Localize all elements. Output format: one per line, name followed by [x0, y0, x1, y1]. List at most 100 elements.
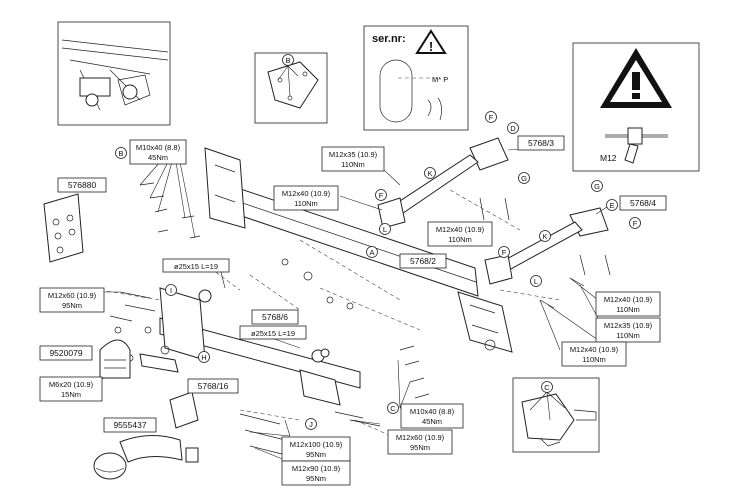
callout-f4: F	[498, 246, 510, 258]
svg-text:5768/6: 5768/6	[262, 312, 288, 322]
svg-text:J: J	[309, 420, 313, 429]
svg-text:45Nm: 45Nm	[422, 417, 442, 426]
leader-lines	[75, 145, 611, 463]
svg-text:M12x60 (10.9): M12x60 (10.9)	[48, 291, 97, 300]
svg-text:M12x60 (10.9): M12x60 (10.9)	[396, 433, 445, 442]
part-576880-plate	[43, 193, 84, 263]
part-label-5768-4: 5768/4	[619, 195, 667, 211]
tap-wrench-icon	[624, 143, 639, 164]
svg-text:576880: 576880	[68, 180, 97, 190]
callout-l2: L	[530, 275, 542, 287]
spec-m12x35-top: M12x35 (10.9) 110Nm	[321, 146, 385, 172]
part-label-9555437: 9555437	[103, 417, 157, 433]
svg-text:B: B	[285, 56, 290, 65]
spec-m12x40-r1: M12x40 (10.9) 110Nm	[595, 291, 661, 317]
svg-text:M12x40 (10.9): M12x40 (10.9)	[282, 189, 331, 198]
svg-text:B: B	[118, 149, 123, 158]
svg-text:5768/16: 5768/16	[198, 381, 229, 391]
callout-k1: K	[424, 167, 436, 179]
spec-dia25-a: ø25x15 L=19	[162, 258, 230, 273]
service-number-box: ser.nr: ! M* P	[363, 25, 469, 131]
svg-text:M12x35 (10.9): M12x35 (10.9)	[329, 150, 378, 159]
svg-text:K: K	[427, 169, 432, 178]
svg-text:110Nm: 110Nm	[582, 355, 606, 364]
part-label-5768-16: 5768/16	[187, 378, 239, 394]
inset-b-detail: B	[254, 52, 328, 124]
right-side-plate	[457, 291, 513, 353]
callout-k2: K	[539, 230, 551, 242]
part-5768-16-ballneck	[119, 391, 199, 463]
part-label-9520079: 9520079	[39, 345, 93, 361]
callout-j: J	[305, 418, 317, 430]
callout-c: C	[387, 402, 399, 414]
svg-text:9520079: 9520079	[49, 348, 82, 358]
svg-text:M12x35 (10.9): M12x35 (10.9)	[604, 321, 653, 330]
warning-box: M12	[572, 42, 700, 172]
spec-m12x35-r: M12x35 (10.9) 110Nm	[595, 317, 661, 343]
warning-triangle-icon	[415, 29, 447, 54]
callout-f2: F	[375, 189, 387, 201]
spec-c-bolt: M10x40 (8.8) 45Nm	[400, 403, 464, 429]
part-label-576880: 576880	[57, 177, 107, 193]
spec-m6x20: M6x20 (10.9) 15Nm	[39, 376, 103, 402]
spec-m12x40-mid: M12x40 (10.9) 110Nm	[427, 221, 493, 247]
svg-text:M12x40 (10.9): M12x40 (10.9)	[570, 345, 619, 354]
callout-d: D	[507, 122, 519, 134]
svg-text:L: L	[534, 277, 538, 286]
svg-text:ø25x15 L=19: ø25x15 L=19	[174, 262, 218, 271]
svg-text:F: F	[379, 191, 384, 200]
svg-text:5768/2: 5768/2	[410, 256, 436, 266]
svg-text:5768/4: 5768/4	[630, 198, 656, 208]
top-bracket-e	[484, 207, 609, 285]
svg-text:M6x20 (10.9): M6x20 (10.9)	[49, 380, 94, 389]
spec-dia25-b: ø25x15 L=19	[239, 325, 307, 340]
callout-c-inset: C	[541, 381, 553, 393]
callout-h: H	[198, 351, 210, 363]
part-9520079-socket	[99, 339, 179, 379]
assembly-guides	[99, 189, 561, 441]
svg-text:110Nm: 110Nm	[294, 199, 318, 208]
svg-text:F: F	[502, 248, 507, 257]
svg-text:110Nm: 110Nm	[616, 331, 640, 340]
svg-text:ø25x15 L=19: ø25x15 L=19	[251, 329, 295, 338]
svg-text:M12x40 (10.9): M12x40 (10.9)	[436, 225, 485, 234]
spec-m12x100: M12x100 (10.9) 95Nm	[281, 436, 351, 462]
svg-text:9555437: 9555437	[113, 420, 146, 430]
svg-text:A: A	[369, 248, 374, 257]
part-9555437-towball	[93, 452, 127, 480]
svg-text:K: K	[542, 232, 547, 241]
part-label-5768-3: 5768/3	[517, 135, 565, 151]
svg-text:H: H	[201, 353, 206, 362]
svg-text:M12x90 (10.9): M12x90 (10.9)	[292, 464, 341, 473]
warning-label: M12	[600, 153, 617, 163]
svg-text:I: I	[170, 286, 172, 295]
svg-text:!: !	[429, 39, 433, 54]
service-marker: M* P	[432, 75, 448, 84]
svg-text:F: F	[633, 219, 638, 228]
inset-c-detail: C	[512, 377, 600, 453]
left-side-plate	[204, 147, 246, 229]
callout-l1: L	[379, 223, 391, 235]
callout-e: E	[606, 199, 618, 211]
callout-f1: F	[485, 111, 497, 123]
callout-a: A	[366, 246, 378, 258]
svg-text:95Nm: 95Nm	[410, 443, 430, 452]
spec-m12x60-bottom: M12x60 (10.9) 95Nm	[387, 429, 453, 455]
svg-text:M12x40 (10.9): M12x40 (10.9)	[604, 295, 653, 304]
svg-text:C: C	[544, 383, 550, 392]
spec-b-bolt: M10x40 (8.8) 45Nm	[129, 139, 187, 165]
svg-text:L: L	[383, 225, 387, 234]
callout-g1: G	[518, 172, 530, 184]
callout-b: B	[115, 147, 127, 159]
svg-text:110Nm: 110Nm	[448, 235, 472, 244]
spec-m12x90: M12x90 (10.9) 95Nm	[281, 460, 351, 486]
callout-i: I	[165, 284, 177, 296]
part-label-5768-2: 5768/2	[399, 253, 447, 269]
svg-text:95Nm: 95Nm	[62, 301, 82, 310]
spec-m12x60-left: M12x60 (10.9) 95Nm	[39, 287, 105, 313]
callout-g2: G	[591, 180, 603, 192]
main-crossbar	[204, 147, 513, 353]
callout-f3: F	[629, 217, 641, 229]
part-label-5768-6: 5768/6	[251, 309, 299, 325]
